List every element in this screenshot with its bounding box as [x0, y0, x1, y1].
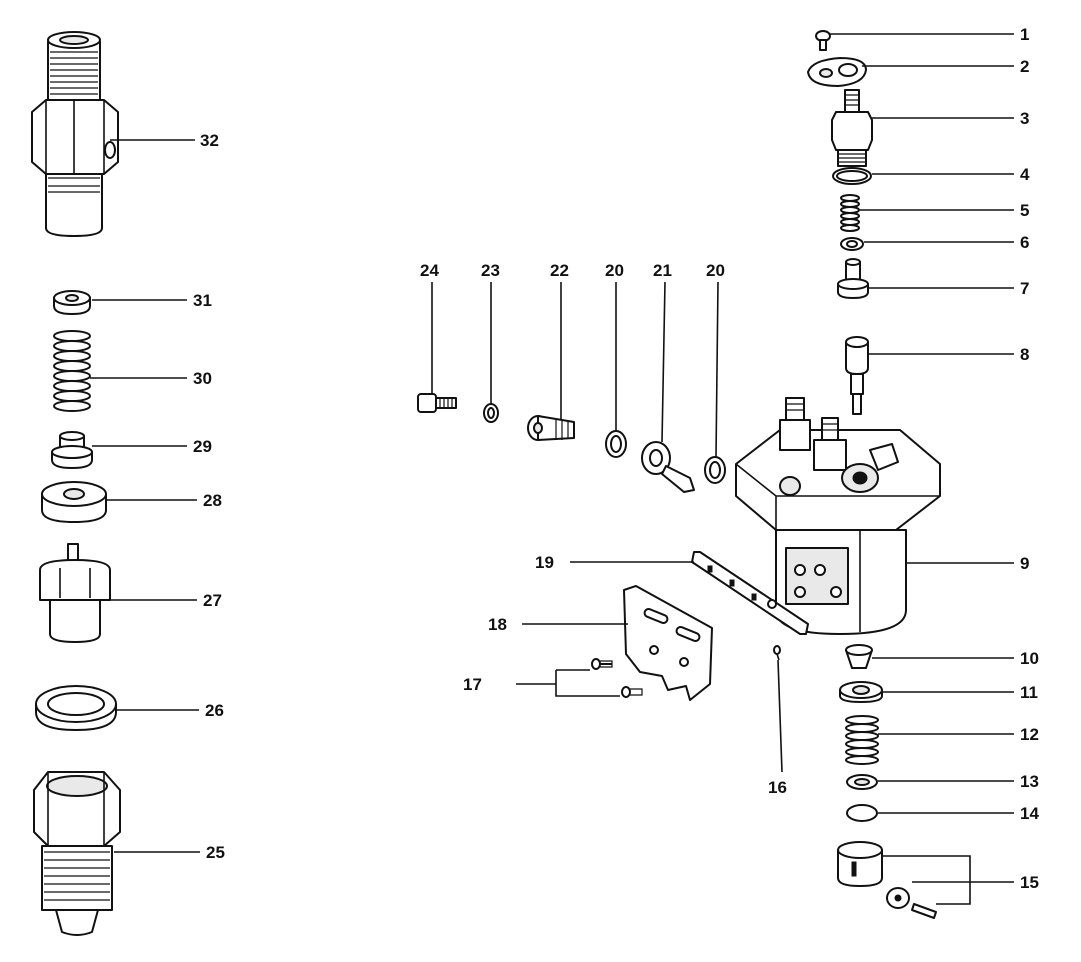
part-24-bolt: [417, 393, 457, 413]
part-7-delivery-valve: [837, 258, 869, 299]
callout-4: 4: [1020, 165, 1030, 184]
part-26-gasket: [35, 685, 117, 731]
callout-20-right: 20: [706, 261, 725, 280]
callout-31: 31: [193, 291, 212, 310]
callout-9: 9: [1020, 554, 1029, 573]
callout-7: 7: [1020, 279, 1029, 298]
part-11-spring-seat: [839, 681, 883, 703]
callout-13: 13: [1020, 772, 1039, 791]
callout-17: 17: [463, 675, 482, 694]
part-2-plate: [807, 57, 867, 87]
part-30-spring: [53, 330, 91, 412]
callout-6: 6: [1020, 233, 1029, 252]
part-16-pin: [773, 645, 781, 661]
callout-8: 8: [1020, 345, 1029, 364]
callout-5: 5: [1020, 201, 1029, 220]
part-27-nozzle: [39, 543, 111, 643]
part-6-washer: [840, 237, 864, 251]
callout-27: 27: [203, 591, 222, 610]
part-21-banjo-fitting: [641, 441, 695, 493]
part-14-shim: [846, 804, 878, 822]
callout-24: 24: [420, 261, 439, 280]
callout-23: 23: [481, 261, 500, 280]
callout-22: 22: [550, 261, 569, 280]
callout-32: 32: [200, 131, 219, 150]
part-13-lower-spring-seat: [846, 774, 878, 790]
callout-20-left: 20: [605, 261, 624, 280]
part-25-retaining-nut: [33, 771, 121, 936]
callout-16: 16: [768, 778, 787, 797]
part-18-cover-plate: [623, 585, 713, 701]
callout-15: 15: [1020, 873, 1039, 892]
part-1-screw: [815, 30, 831, 51]
part-5-spring: [840, 194, 860, 232]
part-10-tappet-guide: [845, 644, 873, 669]
callout-3: 3: [1020, 109, 1029, 128]
callout-12: 12: [1020, 725, 1039, 744]
callout-29: 29: [193, 437, 212, 456]
callout-19: 19: [535, 553, 554, 572]
part-20-gasket-left: [605, 430, 627, 458]
part-9-pump-housing: [735, 397, 941, 635]
callout-26: 26: [205, 701, 224, 720]
callout-14: 14: [1020, 804, 1039, 823]
callout-11: 11: [1020, 683, 1038, 702]
part-28-distance-piece: [41, 481, 107, 523]
part-32-nozzle-holder: [31, 31, 119, 237]
callout-21: 21: [653, 261, 672, 280]
part-29-spring-seat: [51, 431, 93, 469]
part-15-tappet-assembly: [837, 841, 937, 919]
callout-25: 25: [206, 843, 225, 862]
part-12-plunger-spring: [845, 715, 879, 765]
part-3-delivery-valve-holder: [831, 89, 873, 167]
part-4-o-ring: [832, 167, 872, 185]
callout-2: 2: [1020, 57, 1029, 76]
part-23-washer: [483, 403, 499, 423]
part-22-hollow-screw: [527, 415, 575, 441]
part-8-plunger: [845, 336, 869, 415]
part-17-screws: [591, 658, 643, 698]
part-31-washer: [53, 290, 91, 315]
callout-1: 1: [1020, 25, 1029, 44]
callout-18: 18: [488, 615, 507, 634]
callout-10: 10: [1020, 649, 1039, 668]
callout-28: 28: [203, 491, 222, 510]
callout-30: 30: [193, 369, 212, 388]
part-20-gasket-right: [704, 456, 726, 484]
